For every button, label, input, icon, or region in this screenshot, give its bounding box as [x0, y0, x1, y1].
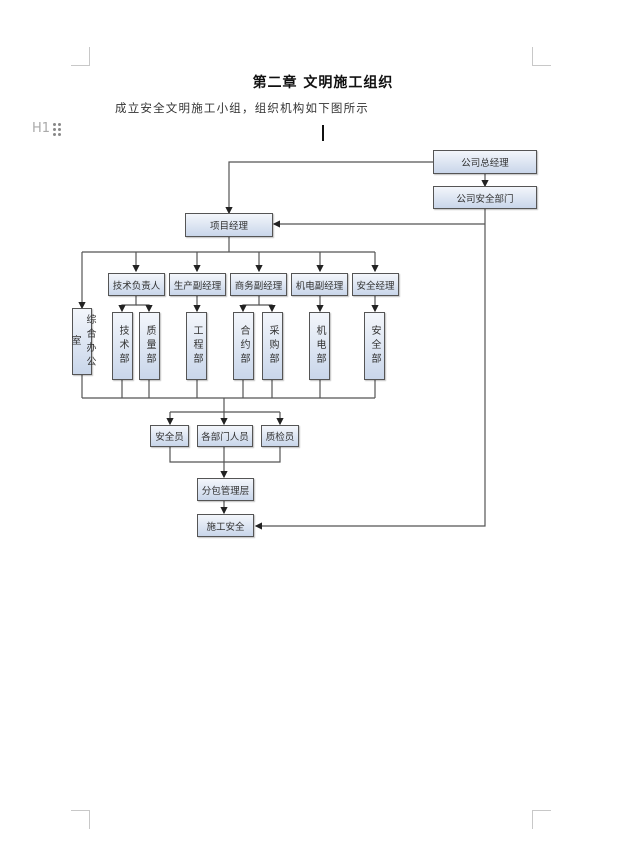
text-cursor: [322, 125, 324, 141]
box-dept-mep: 机电部: [309, 312, 330, 380]
chapter-heading[interactable]: 第二章 文明施工组织: [252, 75, 394, 91]
page-corner-bottom-right: [532, 810, 551, 829]
box-technical-lead: 技术负责人: [108, 273, 165, 296]
box-dept-procurement: 采购部: [262, 312, 283, 380]
box-dept-quality: 质量部: [139, 312, 160, 380]
drag-handle-icon[interactable]: [53, 123, 63, 137]
box-subcontract-mgmt: 分包管理层: [197, 478, 254, 501]
box-quality-inspector: 质检员: [261, 425, 299, 447]
page-corner-bottom-left: [71, 810, 90, 829]
heading-level-label: H1: [32, 121, 51, 136]
box-general-manager: 公司总经理: [433, 150, 537, 174]
heading-level-marker[interactable]: H1: [32, 121, 50, 136]
box-safety-manager: 安全经理: [352, 273, 399, 296]
page-corner-top-right: [532, 47, 551, 66]
page-corner-top-left: [71, 47, 90, 66]
box-mep-deputy: 机电副经理: [291, 273, 348, 296]
intro-paragraph[interactable]: 成立安全文明施工小组，组织机构如下图所示: [115, 101, 369, 115]
box-project-manager: 项目经理: [185, 213, 273, 237]
box-dept-technical: 技术部: [112, 312, 133, 380]
box-commercial-deputy: 商务副经理: [230, 273, 287, 296]
box-dept-staff: 各部门人员: [197, 425, 253, 447]
box-general-office: 综合办公室: [69, 308, 95, 375]
box-dept-engineering: 工程部: [186, 312, 207, 380]
box-dept-contracts: 合约部: [233, 312, 254, 380]
box-company-safety-dept: 公司安全部门: [433, 186, 537, 209]
box-construction-safety: 施工安全: [197, 514, 254, 537]
box-production-deputy: 生产副经理: [169, 273, 226, 296]
box-safety-officer: 安全员: [150, 425, 189, 447]
box-dept-safety: 安全部: [364, 312, 385, 380]
